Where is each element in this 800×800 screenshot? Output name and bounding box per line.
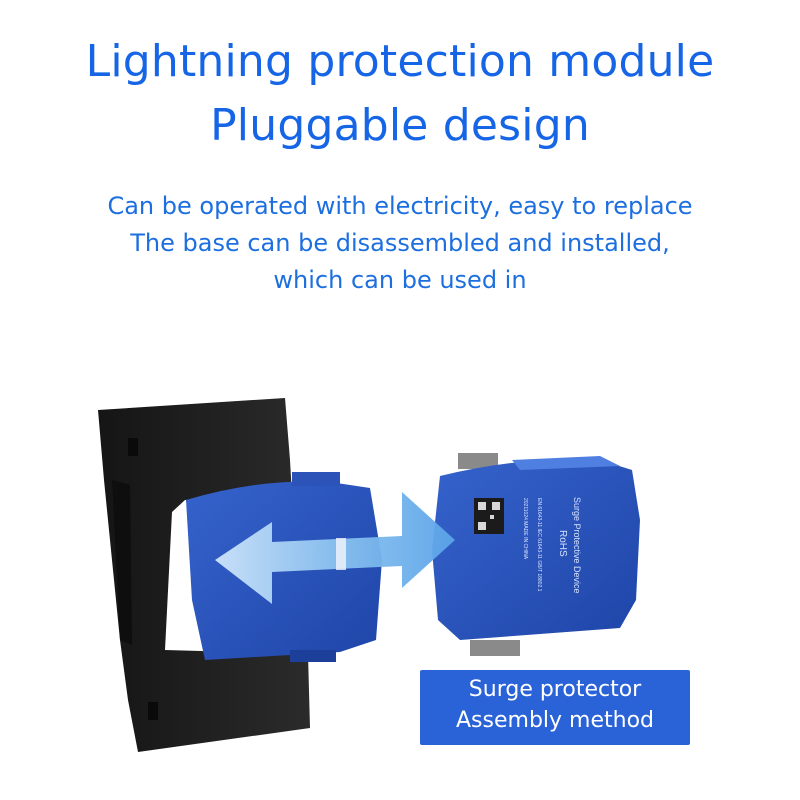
detached-module: Surge Protective Device RoHS EN 61643-11… (432, 453, 640, 656)
headline-line-1: Lightning protection module (85, 36, 715, 87)
description-line-1: Can be operated with electricity, easy t… (107, 192, 693, 220)
module-made-in-text: 20211024 MADE IN CHINA (522, 498, 528, 560)
caption-line-1: Surge protector (468, 677, 642, 702)
double-arrow-icon (215, 492, 455, 604)
headline-line-2: Pluggable design (210, 100, 590, 151)
description-line-3: which can be used in (273, 266, 527, 294)
caption-line-2: Assembly method (456, 708, 654, 733)
rohs-mark: RoHS (557, 530, 568, 557)
module-brand-text: Surge Protective Device (572, 497, 582, 594)
caption-box: Surge protector Assembly method (420, 670, 690, 745)
product-photo: Surge Protective Device RoHS EN 61643-11… (98, 398, 640, 752)
module-standards-text: EN 61643-11 IEC 61643-11 GB/T 18802.1 (536, 498, 542, 592)
description-line-2: The base can be disassembled and install… (130, 229, 670, 257)
